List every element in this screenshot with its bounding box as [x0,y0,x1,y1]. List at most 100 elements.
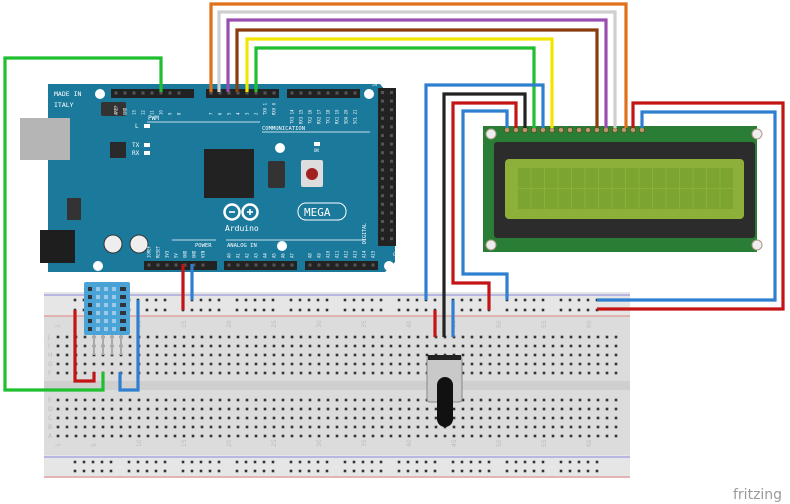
breadboard-hole [137,407,141,411]
wire-black-contrast[interactable] [442,92,527,337]
breadboard-hole [461,425,465,429]
breadboard-hole [479,335,483,339]
breadboard-hole [344,335,348,339]
wire-blue-backlight[interactable] [597,110,777,302]
breadboard-hole [416,425,420,429]
breadboard-hole [146,335,150,339]
wire-red-sensor[interactable] [73,310,96,383]
lcd-cell [585,189,598,209]
rail-hole [163,308,167,312]
breadboard-hole [155,353,159,357]
lcd-cell [666,168,679,188]
wire-blue-vss[interactable] [461,109,509,300]
rail-hole [478,460,482,464]
breadboard-hole [569,335,573,339]
wire-brown[interactable] [235,28,599,128]
breadboard-hole [389,362,393,366]
header-pin [381,202,384,206]
rail-hole [343,469,347,473]
wire-red-vdd[interactable] [451,101,518,310]
breadboard-hole [182,353,186,357]
breadboard-hole [245,362,249,366]
rail-hole [82,460,86,464]
wire-blue-sensor[interactable] [118,300,140,392]
rail-hole [298,460,302,464]
breadboard-hole [272,398,276,402]
breadboard-hole [353,353,357,357]
wire-blue-rw[interactable] [424,83,545,300]
rail-hole [532,298,536,302]
breadboard-hole [74,416,78,420]
breadboard-hole [164,362,168,366]
row-label: D [48,406,53,413]
pin-label: 13 [132,110,137,115]
header-pin [308,263,312,267]
header-pin [390,177,393,180]
breadboard-hole [371,416,375,420]
breadboard-hole [218,416,222,420]
breadboard-hole [146,434,150,438]
wire-orange[interactable] [209,2,628,128]
breadboard-hole [362,353,366,357]
wire-yellow[interactable] [245,37,554,128]
lcd-cell [653,168,666,188]
breadboard-hole [416,407,420,411]
header-pin [218,91,222,95]
breadboard-hole [110,398,114,402]
breadboard-hole [605,425,609,429]
header-pin [353,263,357,267]
breadboard-hole [56,407,60,411]
breadboard-hole [272,353,276,357]
breadboard-hole [524,398,528,402]
breadboard-hole [569,434,573,438]
pin-label: A10 [326,250,331,258]
breadboard-hole [182,371,186,375]
breadboard-hole [272,362,276,366]
wire-red-backlight[interactable] [597,101,785,311]
breadboard-hole [533,425,537,429]
rail-hole [568,469,572,473]
lcd-cell [545,168,558,188]
breadboard-hole [578,335,582,339]
pin-label: TX1 18 [326,109,331,124]
rail-hole [190,308,194,312]
digital-header [206,89,279,98]
rail-hole [316,460,320,464]
lcd-pin [567,127,573,133]
pin-label: A12 [344,250,349,258]
wire-white[interactable] [217,10,617,128]
breadboard-hole [146,371,150,375]
breadboard-hole [209,371,213,375]
breadboard-hole [389,434,393,438]
breadboard-hole [83,335,87,339]
breadboard-hole [542,407,546,411]
breadboard-hole [461,371,465,375]
rail-hole [262,460,266,464]
sensor-vents [88,287,126,331]
breadboard-hole [560,398,564,402]
breadboard-hole [308,335,312,339]
header-pin [390,237,393,241]
wire-green-sensor[interactable] [3,56,163,392]
wire-purple[interactable] [226,18,608,128]
breadboard-hole [533,335,537,339]
breadboard-hole [326,398,330,402]
lcd-pin [540,127,546,133]
breadboard-hole [416,353,420,357]
breadboard-hole [101,425,105,429]
rail-hole [289,308,293,312]
breadboard-hole [479,407,483,411]
mount-hole [93,261,103,271]
breadboard-hole [578,407,582,411]
breadboard-hole [56,353,60,357]
breadboard-hole [308,371,312,375]
breadboard-hole [299,362,303,366]
wire-green[interactable] [254,46,536,128]
sensor-vent [112,287,116,291]
breadboard-hole [416,335,420,339]
rail-hole [505,460,509,464]
breadboard-hole [389,344,393,348]
breadboard-hole [371,335,375,339]
rail-hole [235,469,239,473]
header-pin [381,99,384,103]
